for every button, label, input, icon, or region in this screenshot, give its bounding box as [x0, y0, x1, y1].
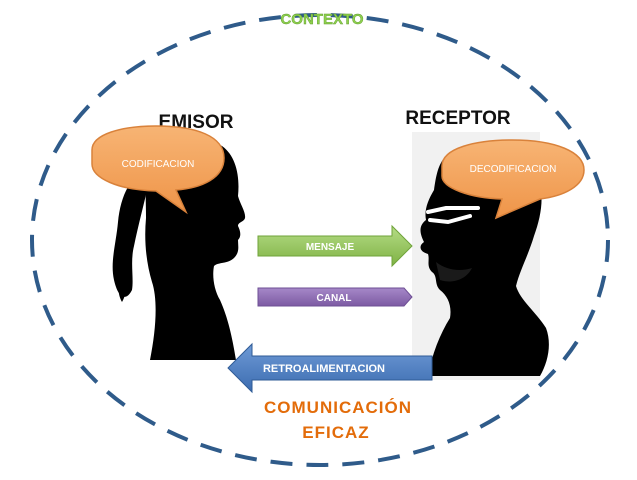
result-line1: COMUNICACIÓN [264, 398, 412, 417]
receptor-label: RECEPTOR [405, 108, 511, 129]
context-label: CONTEXTO [280, 11, 363, 28]
retroalimentacion-label: RETROALIMENTACION [263, 363, 385, 375]
canal-arrow: CANAL [257, 287, 413, 307]
mensaje-label: MENSAJE [306, 242, 355, 253]
glasses-icon [426, 206, 480, 225]
context-ellipse [30, 13, 610, 467]
decodificacion-label: DECODIFICACION [470, 164, 557, 175]
retroalimentacion-arrow: RETROALIMENTACION [227, 342, 433, 394]
canal-label: CANAL [317, 293, 352, 304]
codificacion-bubble: CODIFICACION [91, 125, 225, 215]
codificacion-label: CODIFICACION [122, 159, 195, 170]
decodificacion-bubble: DECODIFICACION [441, 139, 585, 220]
result-line2: EFICAZ [302, 423, 369, 442]
mensaje-arrow: MENSAJE [257, 224, 413, 268]
